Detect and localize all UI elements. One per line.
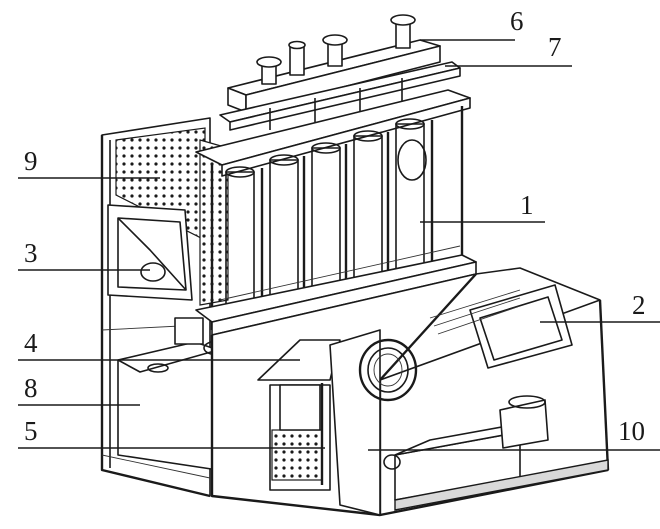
label-7: 7 [548,32,562,62]
knob [288,40,306,76]
label-1: 1 [520,190,534,220]
label-6: 6 [510,6,524,36]
knob [322,34,348,67]
side-inset-panel [107,204,193,301]
lower-left-box [117,317,233,471]
sight-window [358,338,418,402]
glass-tube [353,130,383,287]
top-clamp-bar [219,14,461,131]
label-4: 4 [24,328,38,358]
glass-tube [311,142,341,299]
label-8: 8 [24,373,38,403]
control-screen [429,284,573,369]
part-labels: 6 7 9 1 3 2 4 8 5 10 [24,6,646,446]
label-2: 2 [632,290,646,320]
glass-tube [269,154,299,311]
knob [390,14,416,49]
inner-components [383,395,609,511]
leader-lines [18,39,660,451]
label-9: 9 [24,146,38,176]
label-3: 3 [24,238,38,268]
tube-rack [195,89,477,336]
label-5: 5 [24,416,38,446]
knob [256,56,282,85]
glass-tube [395,118,425,275]
label-10: 10 [618,416,645,446]
